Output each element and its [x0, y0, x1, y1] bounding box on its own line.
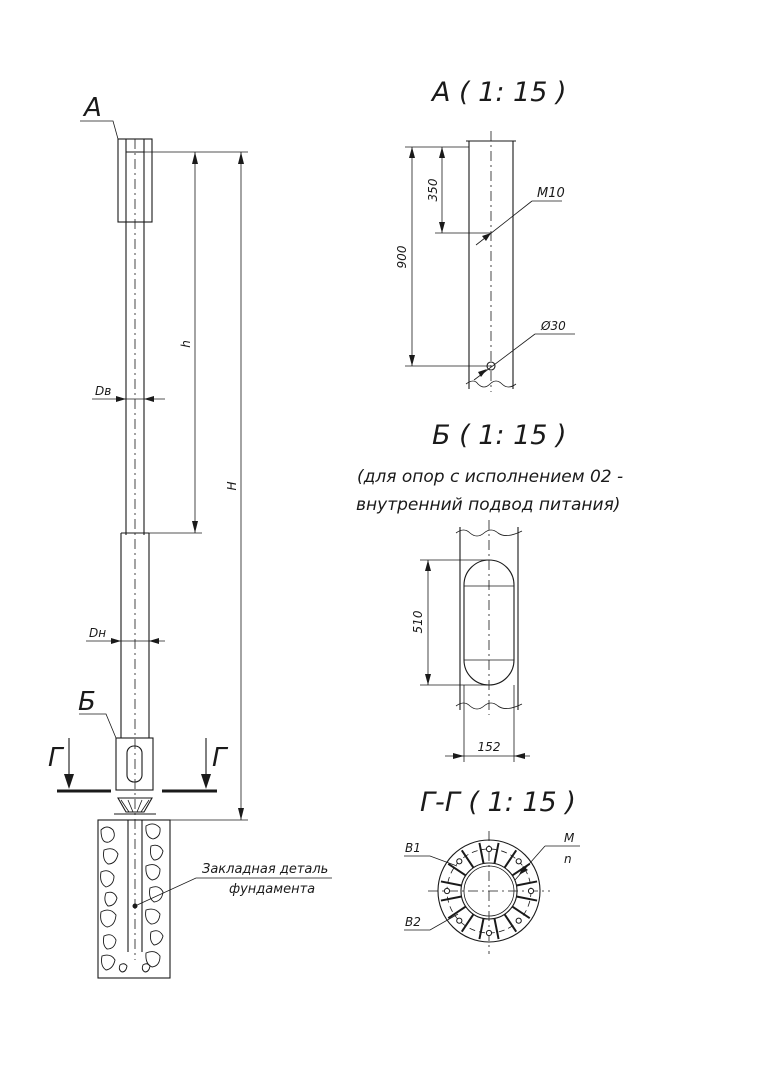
- dim-arrow: [111, 638, 121, 644]
- label-m10: М10: [537, 186, 565, 201]
- foundation-label-line1: Закладная деталь: [202, 862, 328, 877]
- flange-rib: [516, 880, 538, 887]
- dim-arrow: [192, 521, 198, 533]
- d30-arrow: [478, 369, 487, 377]
- label-b2: В2: [405, 915, 421, 929]
- mn-arrow: [519, 866, 528, 875]
- foundation-stone-hatch: [100, 823, 164, 973]
- flange-rib: [447, 862, 467, 877]
- section-g: Г-Г ( 1: 15 ) В1 В2 М n: [404, 787, 580, 954]
- anchor-bolt-hole: [456, 917, 463, 924]
- dim-h-label: h: [179, 340, 193, 348]
- flange-rib: [447, 905, 467, 920]
- flange-rib: [120, 799, 130, 813]
- dim-arrow: [425, 674, 431, 685]
- callout-leader-b: [79, 713, 117, 739]
- section-arrow-left-head: [64, 774, 74, 789]
- callout-label-b: Б: [78, 687, 96, 717]
- dim-510-label: 510: [411, 610, 425, 633]
- detail-b-note-line2: внутренний подвод питания): [356, 495, 620, 515]
- flange-rib: [493, 918, 500, 940]
- flange-rib: [516, 895, 538, 902]
- pole-circle: [460, 862, 518, 920]
- dim-arrow: [425, 560, 431, 571]
- label-b1: В1: [405, 841, 421, 855]
- dim-H-label: H: [225, 481, 239, 490]
- dim-arrow: [409, 355, 415, 366]
- label-n: n: [564, 852, 572, 866]
- dim-350-label: 350: [426, 178, 440, 201]
- anchor-bolt-hole: [527, 887, 535, 895]
- detail-b-break-top: [455, 529, 523, 537]
- dim-dn-label: Dн: [89, 626, 106, 640]
- label-d30: Ø30: [540, 319, 566, 333]
- flange-rib: [493, 842, 500, 864]
- callout-label-a: А: [82, 93, 102, 123]
- detail-b-note-line1: (для опор с исполнением 02 -: [357, 467, 623, 487]
- flange-rib: [140, 799, 150, 813]
- anchor-bolt-hole: [515, 917, 522, 924]
- dim-152-label: 152: [478, 740, 501, 754]
- b2-leader: [404, 913, 459, 931]
- flange-rib: [478, 842, 485, 864]
- flange-ribs: [440, 842, 538, 940]
- foundation-leader: [134, 877, 332, 907]
- flange-rib: [511, 862, 531, 877]
- flange-rib: [136, 799, 143, 813]
- detail-b-title: Б ( 1: 15 ): [432, 420, 567, 451]
- base-flange: [117, 797, 153, 813]
- dim-arrow: [144, 396, 154, 402]
- flange-rib: [503, 849, 518, 869]
- callout-leader-a: [80, 120, 119, 140]
- dim-arrow: [439, 222, 445, 233]
- anchor-bolts: [443, 845, 535, 937]
- flange-rib: [478, 918, 485, 940]
- section-label-right: Г: [212, 743, 229, 773]
- section-g-title: Г-Г ( 1: 15 ): [420, 787, 576, 818]
- foundation-block: [97, 819, 171, 979]
- anchor-bolt-hole: [456, 858, 463, 865]
- section-label-left: Г: [48, 743, 65, 773]
- hole-d30: [486, 361, 496, 371]
- section-arrow-right-head: [201, 774, 211, 789]
- flange-rib: [503, 913, 518, 933]
- flange-outer-circle: [437, 839, 541, 943]
- dim-arrow: [514, 753, 525, 759]
- dim-arrow: [409, 147, 415, 158]
- pole-main-view: А h H Dв Dн: [48, 93, 332, 979]
- label-m: М: [564, 831, 575, 845]
- anchor-bolt-hole: [485, 845, 493, 853]
- dim-arrow: [149, 638, 159, 644]
- dim-arrow: [238, 808, 244, 820]
- dim-arrow: [238, 152, 244, 164]
- m10-arrow: [482, 233, 491, 241]
- detail-a: А ( 1: 15 ) 900 350 М10 Ø30: [395, 77, 575, 392]
- detail-b: Б ( 1: 15 ) (для опор с исполнением 02 -…: [356, 420, 623, 762]
- anchor-bolt-hole: [485, 929, 493, 937]
- flange-rib: [440, 895, 462, 902]
- flange-rib: [127, 799, 134, 813]
- dim-arrow: [439, 147, 445, 158]
- detail-b-break-bottom: [455, 702, 523, 710]
- flange-rib: [511, 905, 531, 920]
- flange-rib: [440, 880, 462, 887]
- dim-arrow: [116, 396, 126, 402]
- pole-inner-circle: [463, 865, 515, 917]
- dim-arrow: [453, 753, 464, 759]
- flange-rib: [460, 913, 475, 933]
- detail-a-break: [465, 380, 517, 388]
- service-hatch-small: [126, 745, 143, 783]
- anchor-bolt-hole: [515, 858, 522, 865]
- anchor-bolt-hole: [443, 887, 451, 895]
- detail-a-title: А ( 1: 15 ): [430, 77, 567, 108]
- foundation-label-line2: фундамента: [229, 882, 315, 897]
- callout-box-b: [115, 737, 154, 791]
- b1-leader: [404, 855, 458, 867]
- dim-dv-label: Dв: [95, 384, 111, 398]
- dim-arrow: [192, 152, 198, 164]
- flange-rib: [460, 849, 475, 869]
- dim-900-label: 900: [395, 245, 409, 268]
